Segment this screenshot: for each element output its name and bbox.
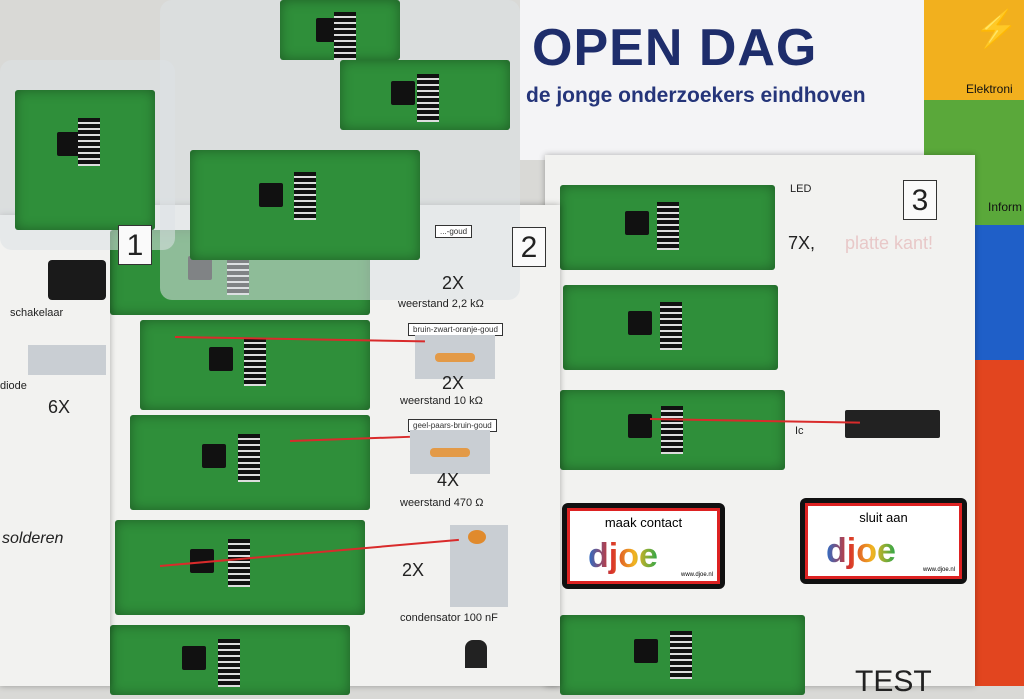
resistor-image	[415, 335, 495, 379]
diode-count: 6X	[48, 397, 71, 417]
component-name: weerstand 2,2 kΩ	[398, 298, 484, 310]
sheet-number: 1	[118, 225, 152, 265]
pcb-step-ic	[560, 390, 785, 470]
instruction-sheet-1: 1 schakelaar diode 6X solderen	[0, 215, 152, 686]
card-text: maak contact	[604, 515, 683, 530]
led-label: LED	[790, 183, 812, 195]
color-code: bruin-zwart-oranje-goud	[408, 323, 503, 336]
component-name: weerstand 10 kΩ	[400, 395, 483, 407]
card-url: www.djoe.nl	[922, 567, 955, 573]
ic-label: Ic	[795, 425, 804, 437]
pcb-row	[130, 415, 370, 510]
card-url: www.djoe.nl	[680, 572, 713, 578]
pcb-row	[115, 520, 365, 615]
open-dag-poster: OPEN DAG de jonge onderzoekers eindhoven	[520, 0, 940, 160]
card-brand: djoe	[826, 532, 896, 570]
transistor-image	[465, 640, 487, 668]
test-text: TEST	[855, 665, 932, 698]
resistor-image	[410, 430, 490, 474]
lightning-icon: ⚡	[974, 8, 1019, 49]
diode-label: diode	[0, 380, 27, 392]
led-count: 7X,	[788, 233, 816, 253]
kit-bag	[0, 60, 175, 250]
card-brand: djoe	[588, 537, 658, 575]
count: 2X	[442, 373, 465, 393]
switch-label: schakelaar	[10, 307, 64, 319]
kit-bag	[160, 0, 520, 300]
poster-subtitle: de jonge onderzoekers eindhoven	[526, 84, 866, 107]
sheet-number: 2	[512, 227, 546, 267]
poster-title: OPEN DAG	[532, 19, 818, 77]
djoe-card-connect: sluit aan djoe www.djoe.nl	[800, 498, 967, 584]
card-text: sluit aan	[859, 510, 908, 525]
djoe-card-contact: maak contact djoe www.djoe.nl	[562, 503, 725, 589]
sheet-number: 3	[903, 180, 937, 220]
pcb-row	[110, 625, 350, 695]
solder-label: solderen	[2, 530, 64, 547]
component-name: condensator 100 nF	[400, 612, 498, 624]
count: 4X	[437, 470, 460, 490]
pcb-row	[140, 320, 370, 410]
component-name: weerstand 470 Ω	[400, 497, 484, 509]
pcb-step-test	[560, 615, 805, 695]
count: 2X	[402, 560, 425, 580]
strip-electronics: Elektroni ⚡	[924, 0, 1024, 100]
strip-label: Elektroni	[966, 82, 1013, 96]
ic-chip-image	[845, 410, 940, 438]
count: 2X	[442, 273, 465, 293]
led-note: platte kant!	[845, 233, 934, 253]
color-code: ...-goud	[435, 225, 473, 238]
diode-image	[28, 345, 106, 375]
switch-image	[48, 260, 106, 300]
capacitor-image	[450, 525, 508, 607]
pcb-step-wires	[563, 285, 778, 370]
strip-label: Inform	[988, 200, 1023, 214]
pcb-step-led	[560, 185, 775, 270]
